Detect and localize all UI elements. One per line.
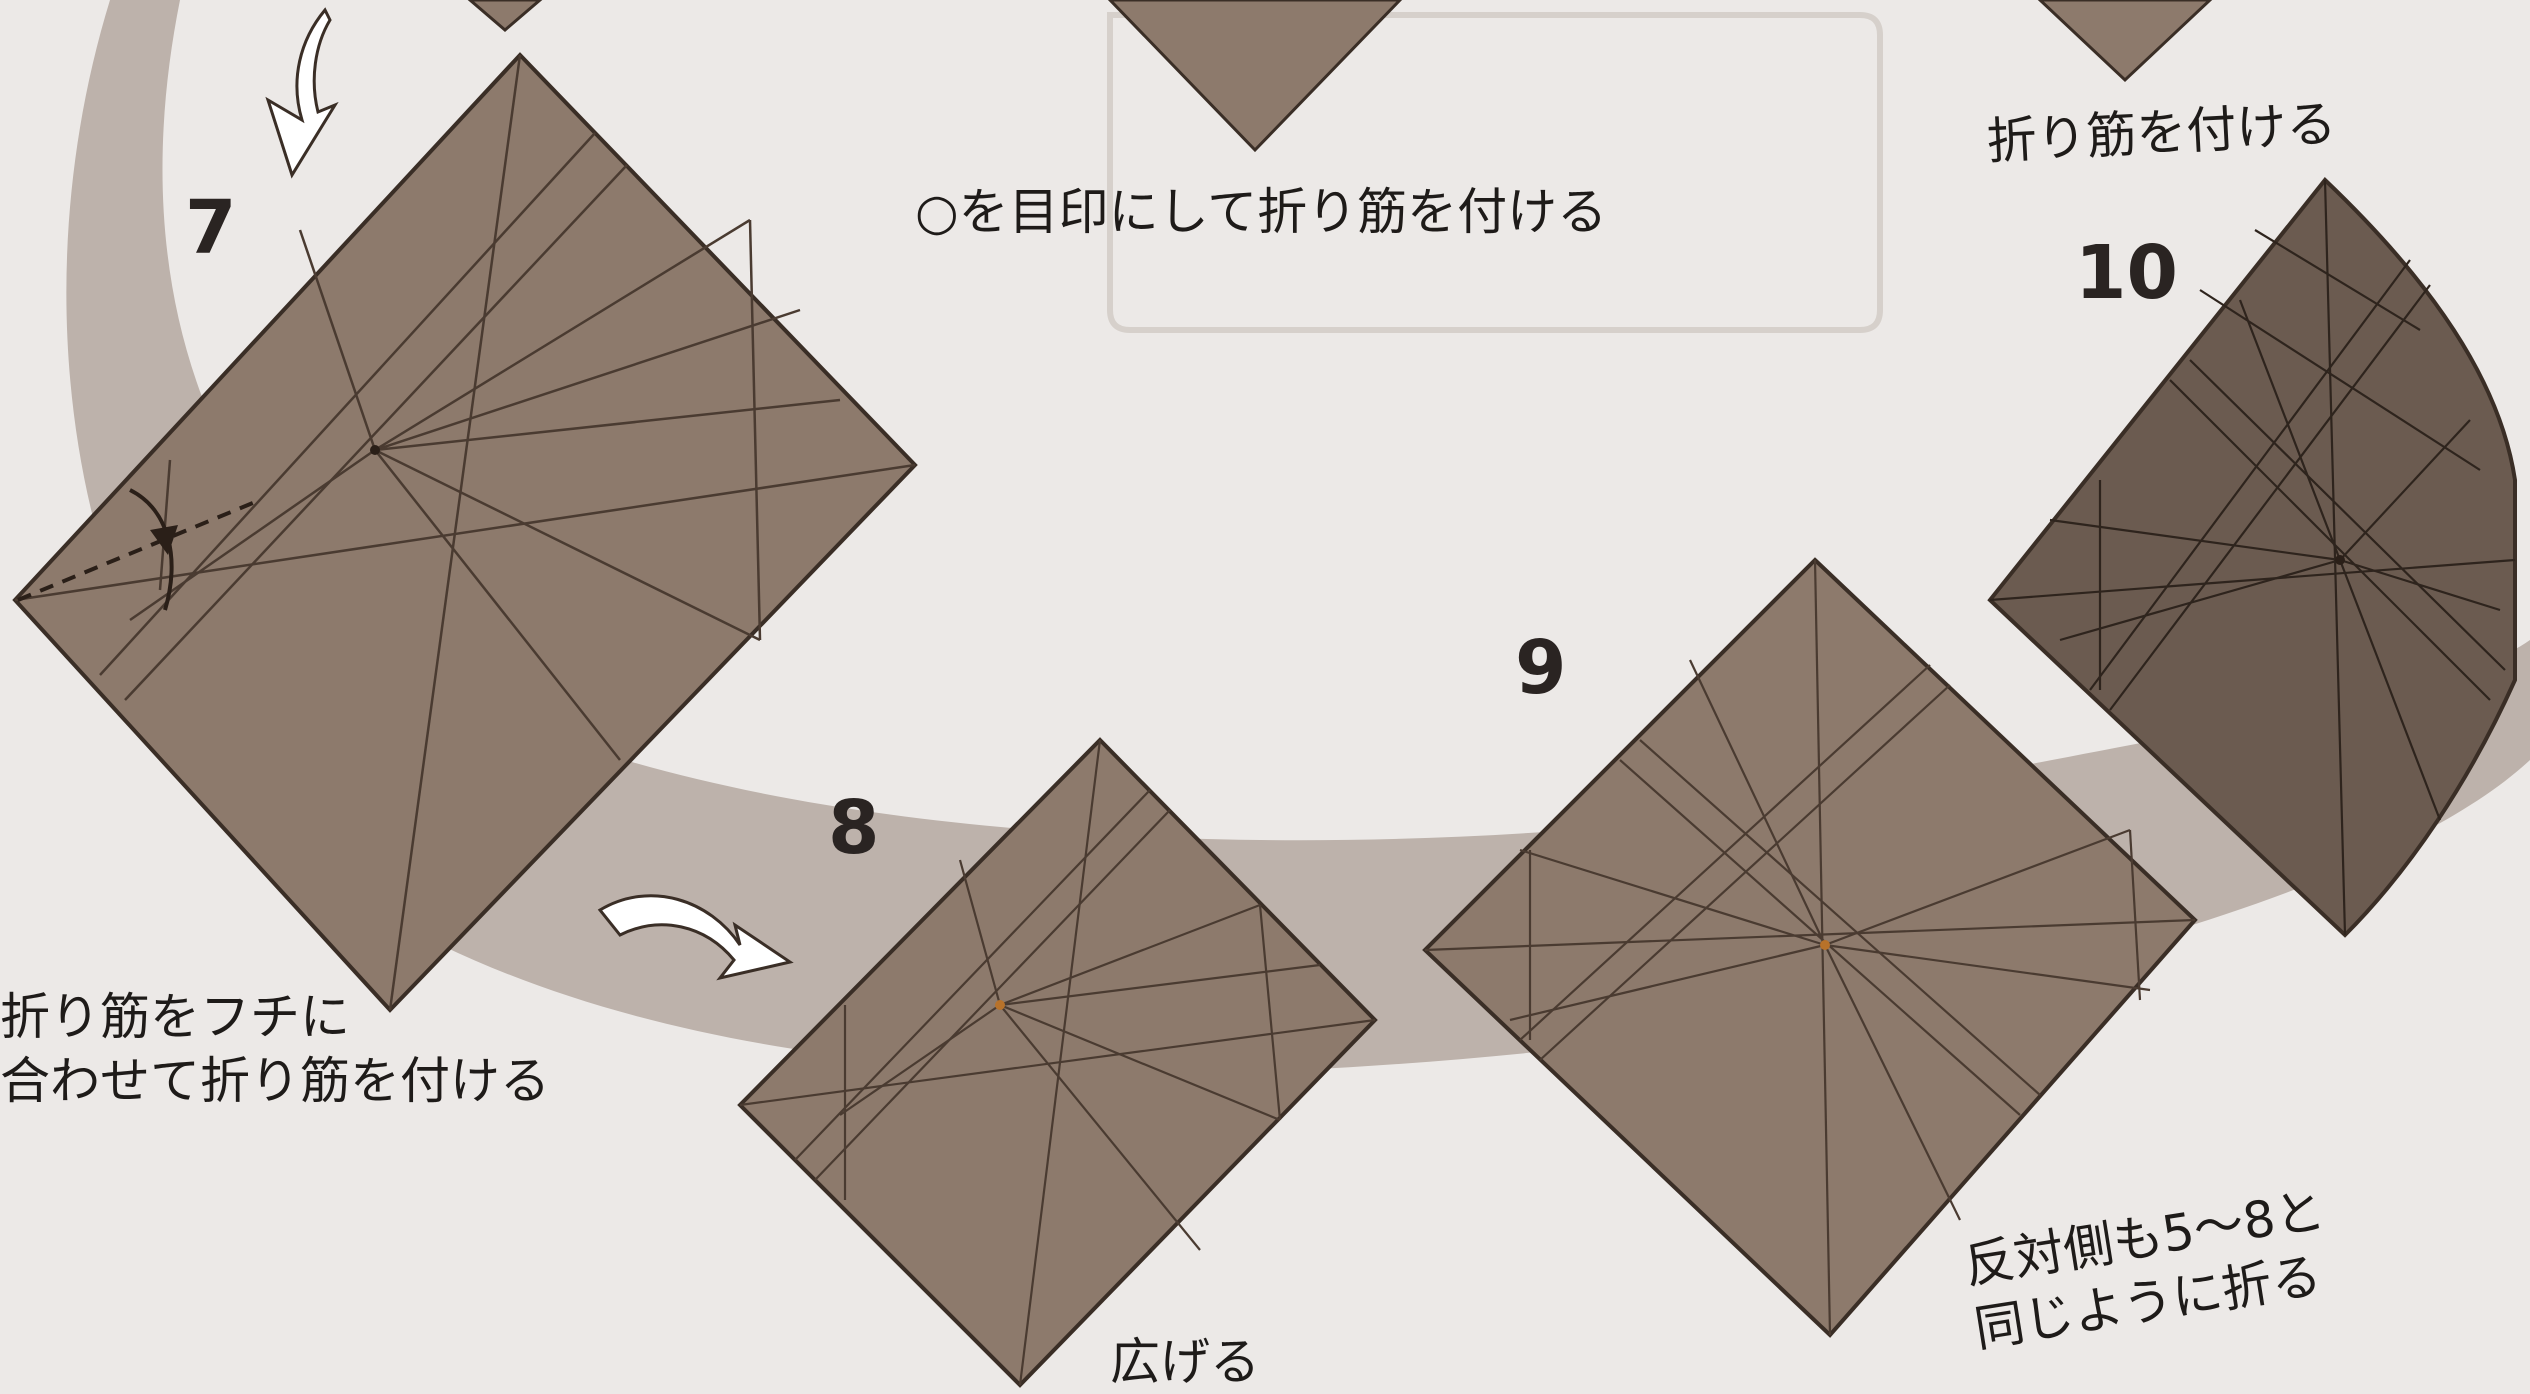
step8-diagram xyxy=(737,737,1378,1388)
step8-caption: 広げる xyxy=(1110,1333,1260,1391)
step10-number: 10 xyxy=(2075,230,2178,316)
arrow-right-icon xyxy=(597,894,794,981)
step10-diagram xyxy=(1987,177,2517,938)
arrow-down-icon xyxy=(265,7,339,179)
step7-center-point xyxy=(370,445,380,455)
step7-diagram xyxy=(12,52,918,1013)
step8-center-point xyxy=(995,1000,1005,1010)
top-center-caption: ○を目印にして折り筋を付ける xyxy=(915,183,1608,241)
ghost-panel xyxy=(1107,12,1883,333)
step7-caption-line2: 合わせて折り筋を付ける xyxy=(0,1052,550,1110)
step7-caption: 折り筋をフチに 合わせて折り筋を付ける xyxy=(0,985,550,1113)
step9-center-point xyxy=(1820,940,1830,950)
top-center-partial-square xyxy=(1107,0,1403,153)
step10-square xyxy=(1987,177,2517,938)
step7-number: 7 xyxy=(185,185,237,271)
step7-caption-line1: 折り筋をフチに xyxy=(0,988,350,1046)
step10-center-point xyxy=(2335,555,2345,565)
top-right-partial-square xyxy=(2037,0,2213,83)
valley-fold-arrowhead xyxy=(150,525,178,555)
step7-valley-fold-line xyxy=(17,498,261,602)
step9-number: 9 xyxy=(1515,625,1567,711)
step8-number: 8 xyxy=(828,785,880,871)
top-left-partial-square xyxy=(467,0,543,32)
step9-diagram xyxy=(1422,557,2198,1338)
